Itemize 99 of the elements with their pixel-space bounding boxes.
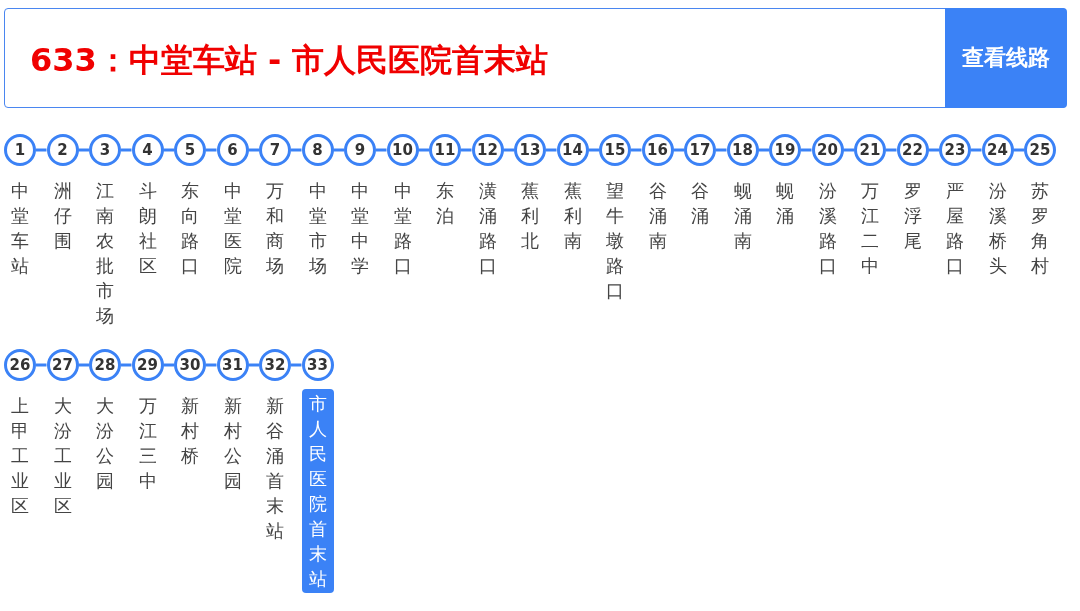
stop-name: 中堂市场 bbox=[308, 179, 327, 278]
stop-name: 斗朗社区 bbox=[138, 179, 157, 278]
stop-number-circle: 13 bbox=[514, 134, 546, 166]
stop-number-circle: 15 bbox=[599, 134, 631, 166]
route-line bbox=[78, 148, 89, 152]
stop-number-circle: 23 bbox=[939, 134, 971, 166]
stop-name: 蕉利北 bbox=[521, 179, 539, 253]
stop-name: 大汾工业区 bbox=[53, 394, 72, 518]
stop-name: 万江三中 bbox=[138, 394, 157, 493]
stop-name: 蚬涌南 bbox=[733, 179, 752, 253]
route-line bbox=[673, 148, 684, 152]
stop-name: 严屋路口 bbox=[946, 179, 964, 278]
route-line bbox=[206, 148, 217, 152]
stop-number-circle: 21 bbox=[854, 134, 886, 166]
stop-number-circle: 31 bbox=[216, 349, 249, 381]
stop-number-circle: 32 bbox=[259, 349, 291, 381]
route-line bbox=[78, 363, 89, 367]
route-line bbox=[503, 148, 514, 152]
stop-name: 中堂车站 bbox=[11, 179, 29, 278]
route-title: 633：中堂车站 - 市人民医院首末站 bbox=[30, 40, 549, 81]
stop-name: 东泊 bbox=[436, 179, 454, 228]
route-line bbox=[418, 148, 429, 152]
route-line bbox=[546, 148, 557, 152]
stop-number-circle: 10 bbox=[386, 134, 419, 166]
stop-name: 汾溪路口 bbox=[818, 179, 837, 278]
stop-name: 东向路口 bbox=[181, 179, 199, 278]
stop-name: 中堂路口 bbox=[393, 179, 412, 278]
stop-name: 中堂中学 bbox=[351, 179, 369, 278]
stop-number-circle: 14 bbox=[556, 134, 589, 166]
route-line bbox=[971, 148, 982, 152]
stop-number-circle: 4 bbox=[131, 134, 164, 166]
stop-name: 蚬涌 bbox=[776, 179, 794, 228]
stop-number-circle: 17 bbox=[684, 134, 716, 166]
route-line bbox=[121, 148, 132, 152]
stop-number-circle: 20 bbox=[811, 134, 844, 166]
route-line bbox=[801, 148, 812, 152]
stop-number-circle: 5 bbox=[174, 134, 206, 166]
stop-number-circle: 19 bbox=[769, 134, 801, 166]
route-line bbox=[843, 148, 854, 152]
route-line bbox=[248, 148, 259, 152]
stop-name: 万和商场 bbox=[266, 179, 284, 278]
stop-number-circle: 6 bbox=[216, 134, 249, 166]
route-line bbox=[206, 363, 217, 367]
stop-name: 罗浮尾 bbox=[903, 179, 922, 253]
stop-number-circle: 18 bbox=[726, 134, 759, 166]
terminal-stop-tag: 市人民医院首末站 bbox=[301, 389, 334, 593]
route-line bbox=[291, 363, 302, 367]
route-line bbox=[333, 148, 344, 152]
stop-name: 万江二中 bbox=[861, 179, 879, 278]
stop-number-circle: 33 bbox=[301, 349, 334, 381]
route-line bbox=[36, 363, 47, 367]
stop-name: 新谷涌首末站 bbox=[266, 394, 284, 543]
stop-number-circle: 29 bbox=[131, 349, 164, 381]
stop-number-circle: 3 bbox=[89, 134, 121, 166]
route-line bbox=[886, 148, 897, 152]
stop-number-circle: 24 bbox=[981, 134, 1014, 166]
stop-number-circle: 8 bbox=[301, 134, 334, 166]
route-line bbox=[1013, 148, 1024, 152]
stop-name: 苏罗角村 bbox=[1031, 179, 1049, 278]
route-line bbox=[121, 363, 132, 367]
stop-number-circle: 25 bbox=[1024, 134, 1056, 166]
stop-name: 谷涌南 bbox=[648, 179, 667, 253]
stop-name: 谷涌 bbox=[691, 179, 709, 228]
stop-name: 洲仔围 bbox=[53, 179, 72, 253]
stop-number-circle: 28 bbox=[89, 349, 121, 381]
route-line bbox=[631, 148, 642, 152]
route-line bbox=[928, 148, 939, 152]
stop-name: 上甲工业区 bbox=[11, 394, 29, 518]
stop-name: 蕉利南 bbox=[563, 179, 582, 253]
view-route-button: 查看线路 bbox=[945, 8, 1067, 108]
route-line bbox=[376, 148, 387, 152]
route-line bbox=[716, 148, 727, 152]
stop-number-circle: 9 bbox=[344, 134, 376, 166]
stop-name: 汾溪桥头 bbox=[988, 179, 1007, 278]
stop-number-circle: 7 bbox=[259, 134, 291, 166]
stop-number-circle: 2 bbox=[46, 134, 79, 166]
stop-number-circle: 26 bbox=[4, 349, 36, 381]
route-line bbox=[248, 363, 259, 367]
route-line bbox=[163, 363, 174, 367]
stop-number-circle: 11 bbox=[429, 134, 461, 166]
stop-number-circle: 27 bbox=[46, 349, 79, 381]
stop-number-circle: 12 bbox=[471, 134, 504, 166]
route-line bbox=[461, 148, 472, 152]
stop-number-circle: 30 bbox=[174, 349, 206, 381]
stop-name: 江南农批市场 bbox=[96, 179, 114, 328]
stop-name: 大汾公园 bbox=[96, 394, 114, 493]
route-line bbox=[758, 148, 769, 152]
stop-name: 中堂医院 bbox=[223, 179, 242, 278]
route-line bbox=[291, 148, 302, 152]
stop-name: 望牛墩路口 bbox=[606, 179, 624, 303]
route-line bbox=[588, 148, 599, 152]
stop-name: 新村公园 bbox=[223, 394, 242, 493]
stop-number-circle: 16 bbox=[641, 134, 674, 166]
stop-number-circle: 22 bbox=[896, 134, 929, 166]
stop-name: 潢涌路口 bbox=[478, 179, 497, 278]
stop-name: 新村桥 bbox=[181, 394, 199, 468]
stop-number-circle: 1 bbox=[4, 134, 36, 166]
route-line bbox=[163, 148, 174, 152]
route-line bbox=[36, 148, 47, 152]
